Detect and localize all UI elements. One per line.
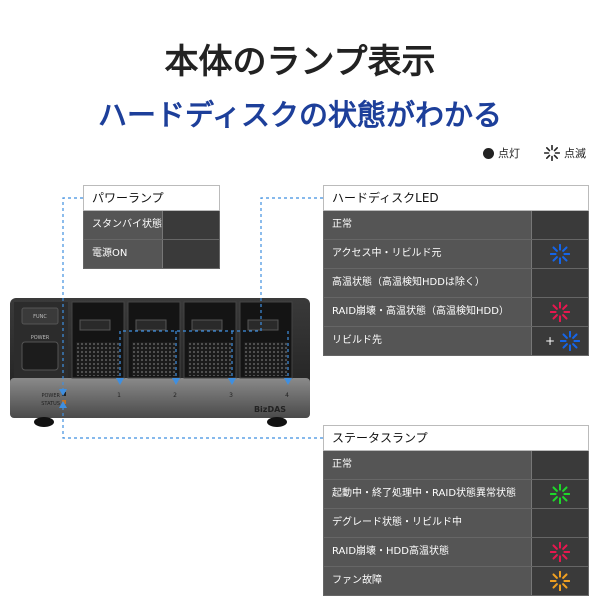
row-label: 高温状態（高温検知HDDは除く） <box>324 269 531 297</box>
row-label: 正常 <box>324 211 531 239</box>
led-status-label: STATUS <box>41 401 60 407</box>
hdd-led-row: 正常 <box>323 211 589 240</box>
device-base <box>10 378 310 418</box>
page-title: 本体のランプ表示 <box>164 42 436 82</box>
nas-device-illustration: FUNC POWER POWER STATUS 1 2 3 4 BizDAS <box>10 298 310 427</box>
power-lamp-row: スタンバイ状態 <box>83 211 220 240</box>
power-button <box>21 341 59 371</box>
row-label: リビルド先 <box>324 327 531 355</box>
solid-dot-icon <box>483 147 494 159</box>
status-lamp-row: RAID崩壊・HDD高温状態 <box>323 538 589 567</box>
device-foot-right <box>267 417 287 427</box>
status-lamp-row: 起動中・終了処理中・RAID状態異常状態 <box>323 480 589 509</box>
status-lamp-row: ファン故障 <box>323 567 589 596</box>
power-lamp-title: パワーランプ <box>83 185 220 211</box>
hdd-led-row: アクセス中・リビルド元 <box>323 240 589 269</box>
led-blink-icon <box>550 302 570 322</box>
row-indicator <box>531 567 588 595</box>
row-label: デグレード状態・リビルド中 <box>324 509 531 537</box>
row-label: 電源ON <box>84 240 162 268</box>
power-lamp-row: 電源ON <box>83 240 220 269</box>
row-indicator <box>531 538 588 566</box>
status-lamp-title: ステータスランプ <box>323 425 589 451</box>
drive-bays <box>71 301 293 379</box>
power-button-label: POWER <box>31 335 50 341</box>
led-blink-icon <box>550 542 570 562</box>
row-label: アクセス中・リビルド元 <box>324 240 531 268</box>
func-label: FUNC <box>33 314 47 320</box>
status-lamp-row: デグレード状態・リビルド中 <box>323 509 589 538</box>
row-indicator <box>162 240 219 268</box>
led-blink-icon <box>550 571 570 591</box>
plus-sign: + <box>544 334 556 348</box>
hdd-led-panel: ハードディスクLED 正常 アクセス中・リビルド元 高温状態（高温検知HDDは除… <box>323 185 589 356</box>
legend-blink-label: 点滅 <box>564 147 586 160</box>
row-indicator <box>162 211 219 239</box>
hdd-led-row: RAID崩壊・高温状態（高温検知HDD） <box>323 298 589 327</box>
bay-number-4: 4 <box>285 392 289 399</box>
page-subtitle: ハードディスクの状態がわかる <box>98 98 502 132</box>
row-indicator <box>531 451 588 479</box>
legend-blink: 点滅 <box>544 145 586 161</box>
hdd-led-row: リビルド先 + <box>323 327 589 356</box>
row-indicator: + <box>531 327 588 355</box>
power-lamp-panel: パワーランプ スタンバイ状態 電源ON <box>83 185 220 269</box>
row-indicator <box>531 480 588 508</box>
row-indicator <box>531 298 588 326</box>
bay-number-1: 1 <box>117 392 121 399</box>
status-lamp-row: 正常 <box>323 451 589 480</box>
hdd-led-row: 高温状態（高温検知HDDは除く） <box>323 269 589 298</box>
led-power-label: POWER <box>41 393 60 399</box>
led-blink-icon <box>550 484 570 504</box>
row-label: ファン故障 <box>324 567 531 595</box>
row-label: RAID崩壊・高温状態（高温検知HDD） <box>324 298 531 326</box>
bay-number-3: 3 <box>229 392 233 399</box>
func-button <box>21 307 59 325</box>
row-label: スタンバイ状態 <box>84 211 162 239</box>
device-foot-left <box>34 417 54 427</box>
row-label: 正常 <box>324 451 531 479</box>
hdd-led-title: ハードディスクLED <box>323 185 589 211</box>
status-lamp-panel: ステータスランプ 正常 起動中・終了処理中・RAID状態異常状態 デグレード状態… <box>323 425 589 596</box>
blink-dot-icon <box>544 145 560 161</box>
bay-number-2: 2 <box>173 392 177 399</box>
brand-logo: BizDAS <box>254 405 286 414</box>
row-indicator <box>531 269 588 297</box>
legend-solid: 点灯 <box>483 145 520 161</box>
legend-solid-label: 点灯 <box>498 147 520 160</box>
row-indicator <box>531 240 588 268</box>
row-indicator <box>531 509 588 537</box>
row-label: RAID崩壊・HDD高温状態 <box>324 538 531 566</box>
row-indicator <box>531 211 588 239</box>
led-blink-icon <box>560 331 581 351</box>
row-label: 起動中・終了処理中・RAID状態異常状態 <box>324 480 531 508</box>
led-blink-icon <box>550 244 570 264</box>
